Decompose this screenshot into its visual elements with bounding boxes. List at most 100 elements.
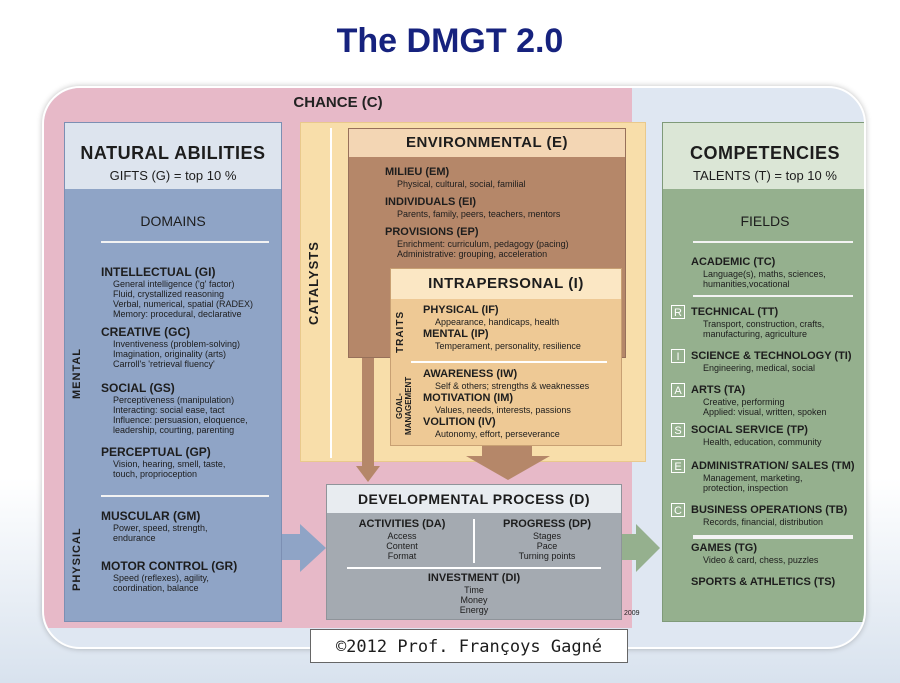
- env-arrow-shaft: [362, 358, 374, 468]
- item-detail: Engineering, medical, social: [703, 363, 816, 373]
- domain-item: SOCIAL (GS)Perceptiveness (manipulation)…: [101, 381, 248, 435]
- item-detail: Imagination, originality (arts): [113, 349, 227, 359]
- item-detail: Appearance, handicaps, health: [435, 317, 560, 327]
- item-detail: Video & card, chess, puzzles: [703, 555, 819, 565]
- item-title: PROVISIONS (EP): [385, 226, 479, 238]
- item-detail: protection, inspection: [703, 483, 789, 493]
- item-title: BUSINESS OPERATIONS (TB): [691, 504, 848, 516]
- item-detail: Energy: [459, 605, 489, 615]
- item-title: SOCIAL SERVICE (TP): [691, 424, 808, 436]
- field-item: ACADEMIC (TC)Language(s), maths, science…: [691, 255, 826, 289]
- item-detail: Verbal, numerical, spatial (RADEX): [113, 299, 254, 309]
- field-item: SOCIAL SERVICE (TP)Health, education, co…: [691, 423, 822, 447]
- physical-label: PHYSICAL: [71, 527, 83, 591]
- riasec-letter-badge: E: [671, 459, 685, 473]
- item-detail: Creative, performing: [703, 397, 785, 407]
- item-detail: Carroll's 'retrieval fluency': [113, 359, 215, 369]
- item-detail: Applied: visual, written, spoken: [703, 407, 827, 417]
- item-detail: Memory: procedural, declarative: [113, 309, 242, 319]
- copyright-footer: ©2012 Prof. Françoys Gagné: [310, 629, 628, 663]
- item-detail: Time: [464, 585, 484, 595]
- item-detail: Records, financial, distribution: [703, 517, 824, 527]
- item-detail: Administrative: grouping, acceleration: [397, 249, 548, 259]
- gifts-label: GIFTS (G) = top 10 %: [109, 168, 237, 183]
- domains-heading: DOMAINS: [140, 213, 206, 229]
- item-detail: Influence: persuasion, eloquence,: [113, 415, 248, 425]
- item-title: MOTOR CONTROL (GR): [101, 559, 238, 573]
- version-mark: 2009: [624, 610, 640, 617]
- item-title: ACTIVITIES (DA): [358, 518, 446, 530]
- natural-abilities-heading: NATURAL ABILITIES: [80, 143, 266, 163]
- intrapersonal-panel: INTRAPERSONAL (I) TRAITS GOAL-MANAGEMENT…: [390, 268, 622, 446]
- item-detail: leadership, courting, parenting: [113, 425, 235, 435]
- item-title: ARTS (TA): [691, 384, 746, 396]
- item-detail: Physical, cultural, social, familial: [397, 179, 526, 189]
- item-detail: Pace: [536, 541, 558, 551]
- field-item: ADMINISTRATION/ SALES (TM)Management, ma…: [691, 459, 855, 493]
- domains-separator: [101, 241, 269, 243]
- page-title: The DMGT 2.0: [336, 22, 564, 60]
- item-detail: Speed (reflexes), agility,: [113, 573, 209, 583]
- item-title: TECHNICAL (TT): [691, 306, 779, 318]
- item-detail: Self & others; strengths & weaknesses: [435, 381, 590, 391]
- item-detail: manufacturing, agriculture: [703, 329, 808, 339]
- riasec-letter-badge: I: [671, 349, 685, 363]
- right-flow-shaft: [622, 534, 638, 560]
- item-detail: General intelligence ('g' factor): [113, 279, 235, 289]
- item-title: INVESTMENT (DI): [427, 572, 521, 584]
- mental-label: MENTAL: [71, 347, 83, 399]
- field-item: SCIENCE & TECHNOLOGY (TI)Engineering, me…: [691, 349, 852, 373]
- item-detail: Language(s), maths, sciences,: [703, 269, 826, 279]
- domain-item: MUSCULAR (GM)Power, speed, strength,endu…: [101, 509, 208, 543]
- environmental-item: PROVISIONS (EP)Enrichment: curriculum, p…: [385, 225, 569, 259]
- catalysts-divider: [330, 128, 332, 458]
- competencies-heading: COMPETENCIES: [689, 143, 841, 163]
- traits-label: TRAITS: [395, 310, 406, 354]
- environmental-item: MILIEU (EM)Physical, cultural, social, f…: [385, 165, 526, 189]
- riasec-letter-badge: C: [671, 503, 685, 517]
- chance-label: CHANCE (C): [293, 94, 383, 111]
- fields-group-separator: [693, 535, 853, 537]
- environmental-item: INDIVIDUALS (EI)Parents, family, peers, …: [385, 195, 560, 219]
- domain-item: CREATIVE (GC)Inventiveness (problem-solv…: [101, 325, 240, 369]
- item-title: PERCEPTUAL (GP): [101, 445, 211, 459]
- item-detail: Management, marketing,: [703, 473, 803, 483]
- field-item: SPORTS & ATHLETICS (TS): [691, 575, 835, 589]
- item-title: AWARENESS (IW): [423, 368, 518, 380]
- field-item: TECHNICAL (TT)Transport, construction, c…: [691, 305, 824, 339]
- riasec-letter-badge: R: [671, 305, 685, 319]
- item-title: VOLITION (IV): [423, 416, 496, 428]
- developmental-panel: DEVELOPMENTAL PROCESS (D) ACTIVITIES (DA…: [326, 484, 622, 620]
- intrapersonal-header: INTRAPERSONAL (I): [391, 269, 621, 299]
- item-detail: Access: [387, 531, 417, 541]
- item-detail: Inventiveness (problem-solving): [113, 339, 241, 349]
- item-detail: Perceptiveness (manipulation): [113, 395, 235, 405]
- catalysts-label: CATALYSTS: [306, 241, 321, 325]
- dmgt-diagram: CHANCE (C) NATURAL ABILITIES GIFTS (G) =…: [42, 86, 866, 649]
- item-detail: endurance: [113, 533, 156, 543]
- field-item: GAMES (TG)Video & card, chess, puzzles: [691, 541, 818, 565]
- item-title: PHYSICAL (IF): [423, 304, 499, 316]
- item-detail: Transport, construction, crafts,: [703, 319, 825, 329]
- left-flow-head: [300, 524, 326, 572]
- intra-arrow-shaft: [482, 446, 532, 456]
- item-detail: humanities,vocational: [703, 279, 790, 289]
- item-detail: Content: [386, 541, 418, 551]
- environmental-header: ENVIRONMENTAL (E): [349, 129, 625, 157]
- natural-abilities-panel: NATURAL ABILITIES GIFTS (G) = top 10 % D…: [64, 122, 282, 622]
- item-title: SPORTS & ATHLETICS (TS): [691, 576, 836, 588]
- domain-item: MOTOR CONTROL (GR)Speed (reflexes), agil…: [101, 559, 237, 593]
- field-item: BUSINESS OPERATIONS (TB)Records, financi…: [691, 503, 847, 527]
- item-detail: Parents, family, peers, teachers, mentor…: [397, 209, 561, 219]
- item-title: MILIEU (EM): [385, 166, 450, 178]
- fields-group-separator: [693, 295, 853, 297]
- item-detail: coordination, balance: [113, 583, 199, 593]
- item-detail: Values, needs, interests, passions: [435, 405, 571, 415]
- item-detail: Money: [460, 595, 488, 605]
- item-detail: Vision, hearing, smell, taste,: [113, 459, 226, 469]
- item-detail: Turning points: [518, 551, 576, 561]
- item-detail: Autonomy, effort, perseverance: [435, 429, 560, 439]
- intrapersonal-item: VOLITION (IV)Autonomy, effort, persevera…: [423, 415, 560, 439]
- item-title: SCIENCE & TECHNOLOGY (TI): [691, 350, 852, 362]
